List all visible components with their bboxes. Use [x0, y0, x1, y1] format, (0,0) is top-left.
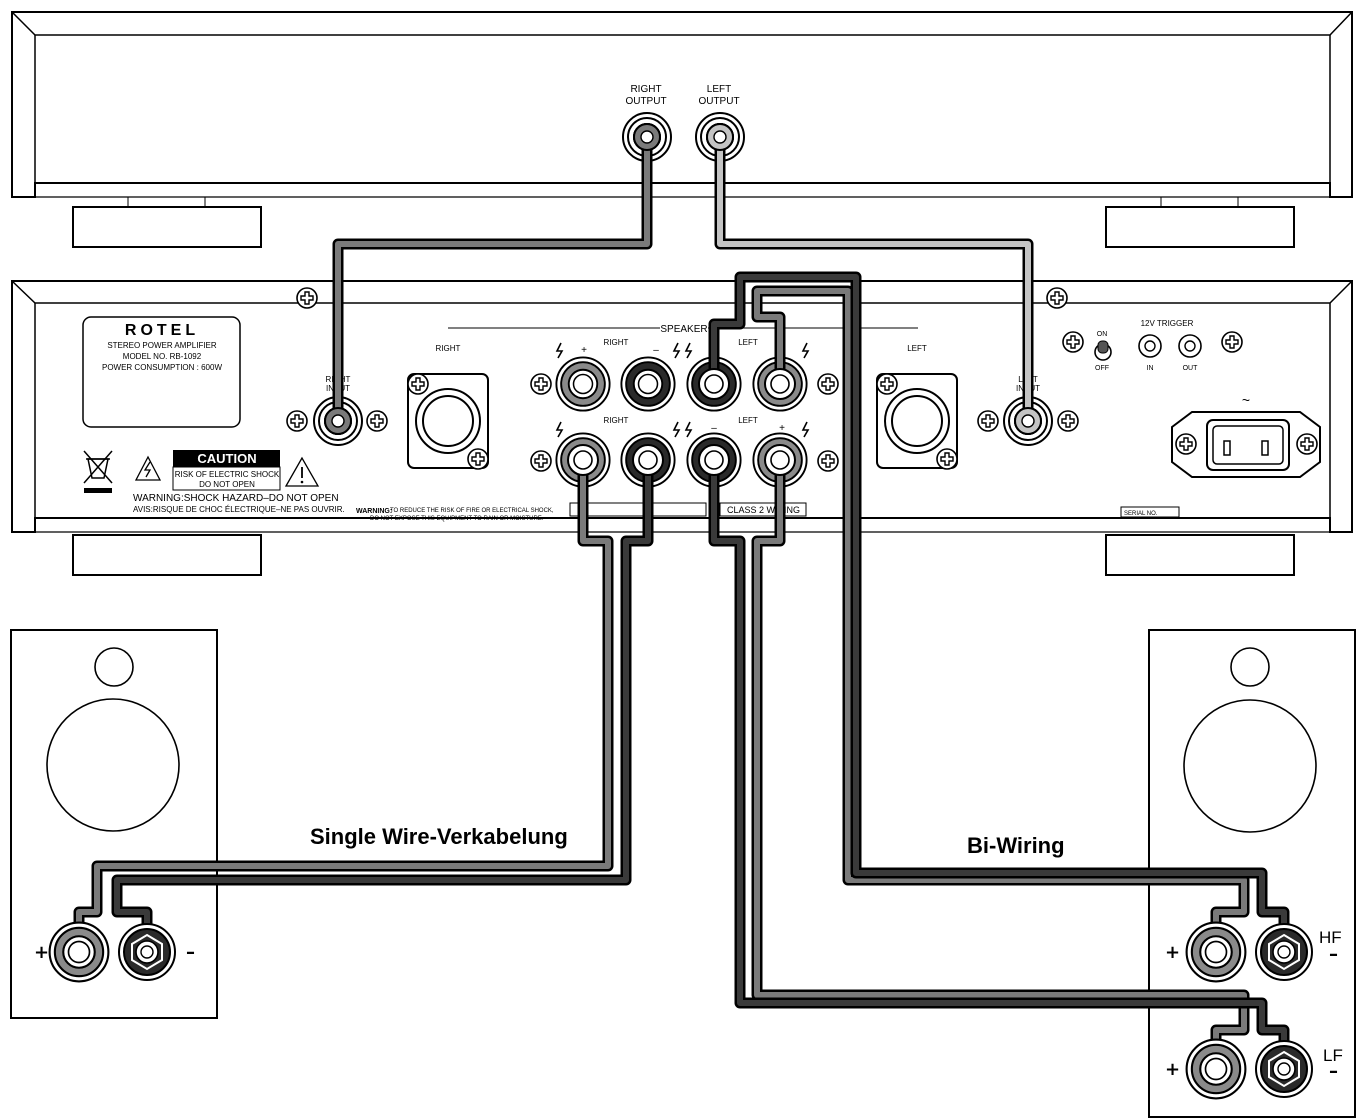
left-spk-minus: – [186, 942, 195, 963]
left-output-label-1: LEFT [707, 84, 731, 95]
serial-box [1120, 506, 1180, 518]
amp-post-right-top-minus [620, 356, 676, 412]
warning-line: WARNING:SHOCK HAZARD–DO NOT OPEN [133, 493, 339, 504]
left-output-label-2: OUTPUT [698, 96, 739, 107]
switch-on-label: ON [1097, 331, 1108, 338]
rating-line-3: POWER CONSUMPTION : 600W [102, 363, 222, 372]
right-hf-plus: + [1165, 942, 1180, 963]
switch-off-label: OFF [1095, 365, 1109, 372]
rca-pin-3 [1021, 414, 1035, 428]
amp-foot-right [1105, 534, 1295, 576]
cables [73, 123, 1290, 1075]
bi-wire-hf-plus-cable [751, 285, 1250, 958]
amp-foot-left [72, 534, 262, 576]
right-hf-minus-post [1255, 923, 1313, 981]
source-foot-right [1105, 206, 1295, 248]
right-output-label-1: RIGHT [630, 84, 661, 95]
bi-wire-hf-minus-cable [708, 271, 1290, 958]
speaker-header: SPEAKER [660, 324, 707, 335]
top-left-label: LEFT [738, 338, 758, 347]
rating-line-1: STEREO POWER AMPLIFIER [107, 341, 217, 350]
left-spk-plus-post [48, 921, 110, 983]
warning2-prefix: WARNING: [356, 508, 392, 515]
top-right-label: RIGHT [604, 338, 629, 347]
speakon-left [876, 373, 958, 470]
left-spk-plus: + [34, 942, 49, 963]
right-output-label-2: OUTPUT [625, 96, 666, 107]
bi-wire-lf-plus-cable [751, 454, 1250, 1075]
right-lf-minus: – [1329, 1061, 1338, 1082]
trigger-out-jack [1178, 334, 1202, 358]
bottom-right-label: RIGHT [604, 416, 629, 425]
ac-inlet [1171, 411, 1321, 478]
weee-bin-icon [83, 450, 113, 493]
right-lf-plus-post [1185, 1038, 1247, 1100]
caution-line-1: RISK OF ELECTRIC SHOCK [175, 470, 280, 479]
class2-label: CLASS 2 WIRING [727, 505, 800, 515]
plug-center-1 [638, 450, 658, 470]
brand-logo: ROTEL [125, 322, 199, 339]
plug-center-2 [704, 450, 724, 470]
bi-wire-lf-minus-cable [708, 454, 1290, 1075]
woofer [1183, 699, 1317, 833]
top-plus-r: + [581, 345, 587, 356]
right-hf-minus: – [1329, 944, 1338, 965]
left-interconnect-cable [714, 131, 1034, 427]
source-unit: RIGHT OUTPUT LEFT OUTPUT [11, 11, 1353, 248]
right-interconnect-cable [332, 131, 653, 427]
right-lf-minus-post [1255, 1040, 1313, 1098]
single-wire-plus-cable [73, 454, 614, 958]
trigger-title: 12V TRIGGER [1141, 319, 1194, 328]
plug-center-4 [704, 374, 724, 394]
amp-post-right-top-plus [555, 356, 611, 412]
left-spk-minus-post [118, 923, 176, 981]
rating-line-2: MODEL NO. RB-1092 [123, 352, 202, 361]
tweeter [94, 647, 134, 687]
rca-pin-2 [331, 414, 345, 428]
trigger-in-jack [1138, 334, 1162, 358]
single-wire-minus-cable [111, 454, 654, 958]
warning2-line-1: TO REDUCE THE RISK OF FIRE OR ELECTRICAL… [390, 508, 554, 514]
source-foot-left [72, 206, 262, 248]
bottom-plus-l: + [779, 423, 785, 434]
plug-center-0 [573, 450, 593, 470]
bottom-left-label: LEFT [738, 416, 758, 425]
top-minus-r: – [653, 345, 659, 356]
speaker-terminals [48, 921, 1313, 1100]
power-switch [1094, 340, 1112, 361]
right-hf-plus-post [1185, 921, 1247, 983]
warning2-line-2: DO NOT EXPOSE THIS EQUIPMENT TO RAIN OR … [370, 516, 544, 522]
woofer [46, 698, 180, 832]
neutrik-left-label: LEFT [907, 344, 927, 353]
neutrik-right-label: RIGHT [436, 344, 461, 353]
bi-wiring-caption: Bi-Wiring [967, 833, 1065, 858]
trigger-out-label: OUT [1183, 365, 1199, 372]
caution-title: CAUTION [197, 451, 256, 466]
right-lf-plus: + [1165, 1059, 1180, 1080]
ac-symbol: ~ [1242, 392, 1250, 408]
speakon-right [407, 373, 489, 470]
plug-center-5 [770, 374, 790, 394]
caution-line-2: DO NOT OPEN [199, 480, 255, 489]
shock-warning-icon [134, 455, 162, 481]
rca-pin-0 [640, 130, 654, 144]
plug-center-3 [770, 450, 790, 470]
bottom-minus-l: – [711, 423, 717, 434]
amplifier: ROTEL STEREO POWER AMPLIFIER MODEL NO. R… [11, 280, 1353, 576]
trigger-in-label: IN [1147, 365, 1154, 372]
rating-plate [82, 316, 241, 428]
hf-label: HF [1319, 928, 1342, 947]
rca-pin-1 [713, 130, 727, 144]
avis-line: AVIS:RISQUE DE CHOC ÉLECTRIQUE–NE PAS OU… [133, 505, 345, 514]
caution-banner [173, 450, 280, 467]
lf-label: LF [1323, 1046, 1343, 1065]
lightning-symbols [555, 342, 810, 438]
single-wire-caption: Single Wire-Verkabelung [310, 824, 568, 849]
class2-box-right [569, 502, 707, 517]
tweeter [1230, 647, 1270, 687]
serial-label: SERIAL NO. [1124, 511, 1158, 517]
speaker-left [10, 629, 218, 1019]
